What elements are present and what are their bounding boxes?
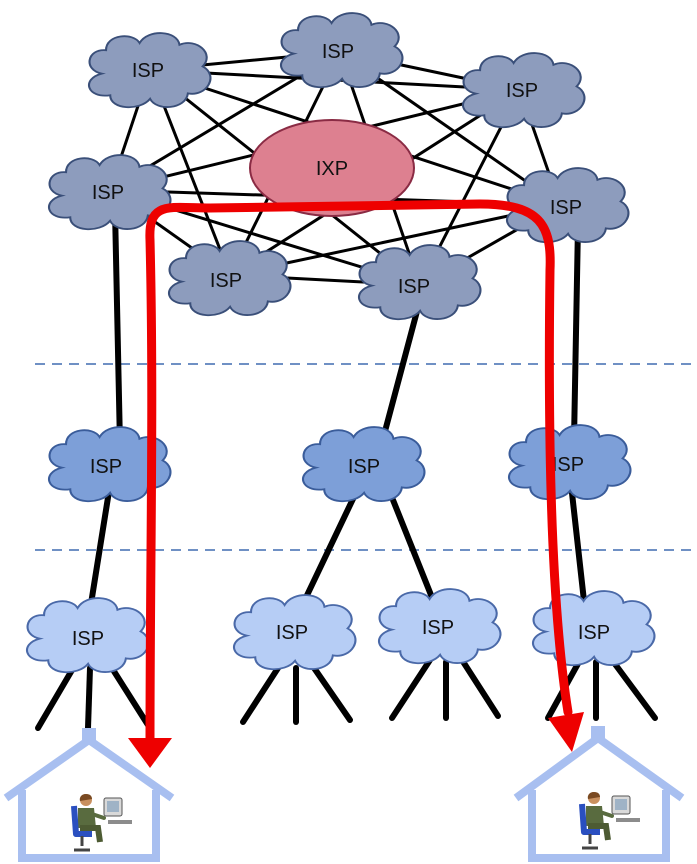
core-isp-3-label: ISP <box>506 80 538 102</box>
access-legs <box>35 657 658 731</box>
regional-isp-3-label: ISP <box>552 454 584 476</box>
core-isp-7-label: ISP <box>398 276 430 298</box>
core-isp-5-label: ISP <box>550 197 582 219</box>
access-isp-3-label: ISP <box>422 617 454 639</box>
home-left <box>3 728 175 862</box>
core-isp-1-label: ISP <box>132 60 164 82</box>
access-isp-4-label: ISP <box>578 622 610 644</box>
ixp-label: IXP <box>316 158 348 180</box>
route-arrowhead-right <box>548 712 584 752</box>
core-isp-6-label: ISP <box>210 270 242 292</box>
user-at-computer-icon <box>74 794 132 850</box>
core-isp-2-label: ISP <box>322 41 354 63</box>
home-right <box>513 726 685 862</box>
ixp-node: IXP <box>249 119 415 217</box>
hierarchy-links <box>87 207 588 613</box>
core-isp-4-label: ISP <box>92 182 124 204</box>
route-path <box>128 199 584 768</box>
route-arrowhead-left <box>128 738 172 768</box>
access-isp-2-label: ISP <box>276 622 308 644</box>
regional-isp-2-label: ISP <box>348 456 380 478</box>
access-isp-1-label: ISP <box>72 628 104 650</box>
regional-isp-1-label: ISP <box>90 456 122 478</box>
user-at-computer-icon <box>582 792 640 848</box>
